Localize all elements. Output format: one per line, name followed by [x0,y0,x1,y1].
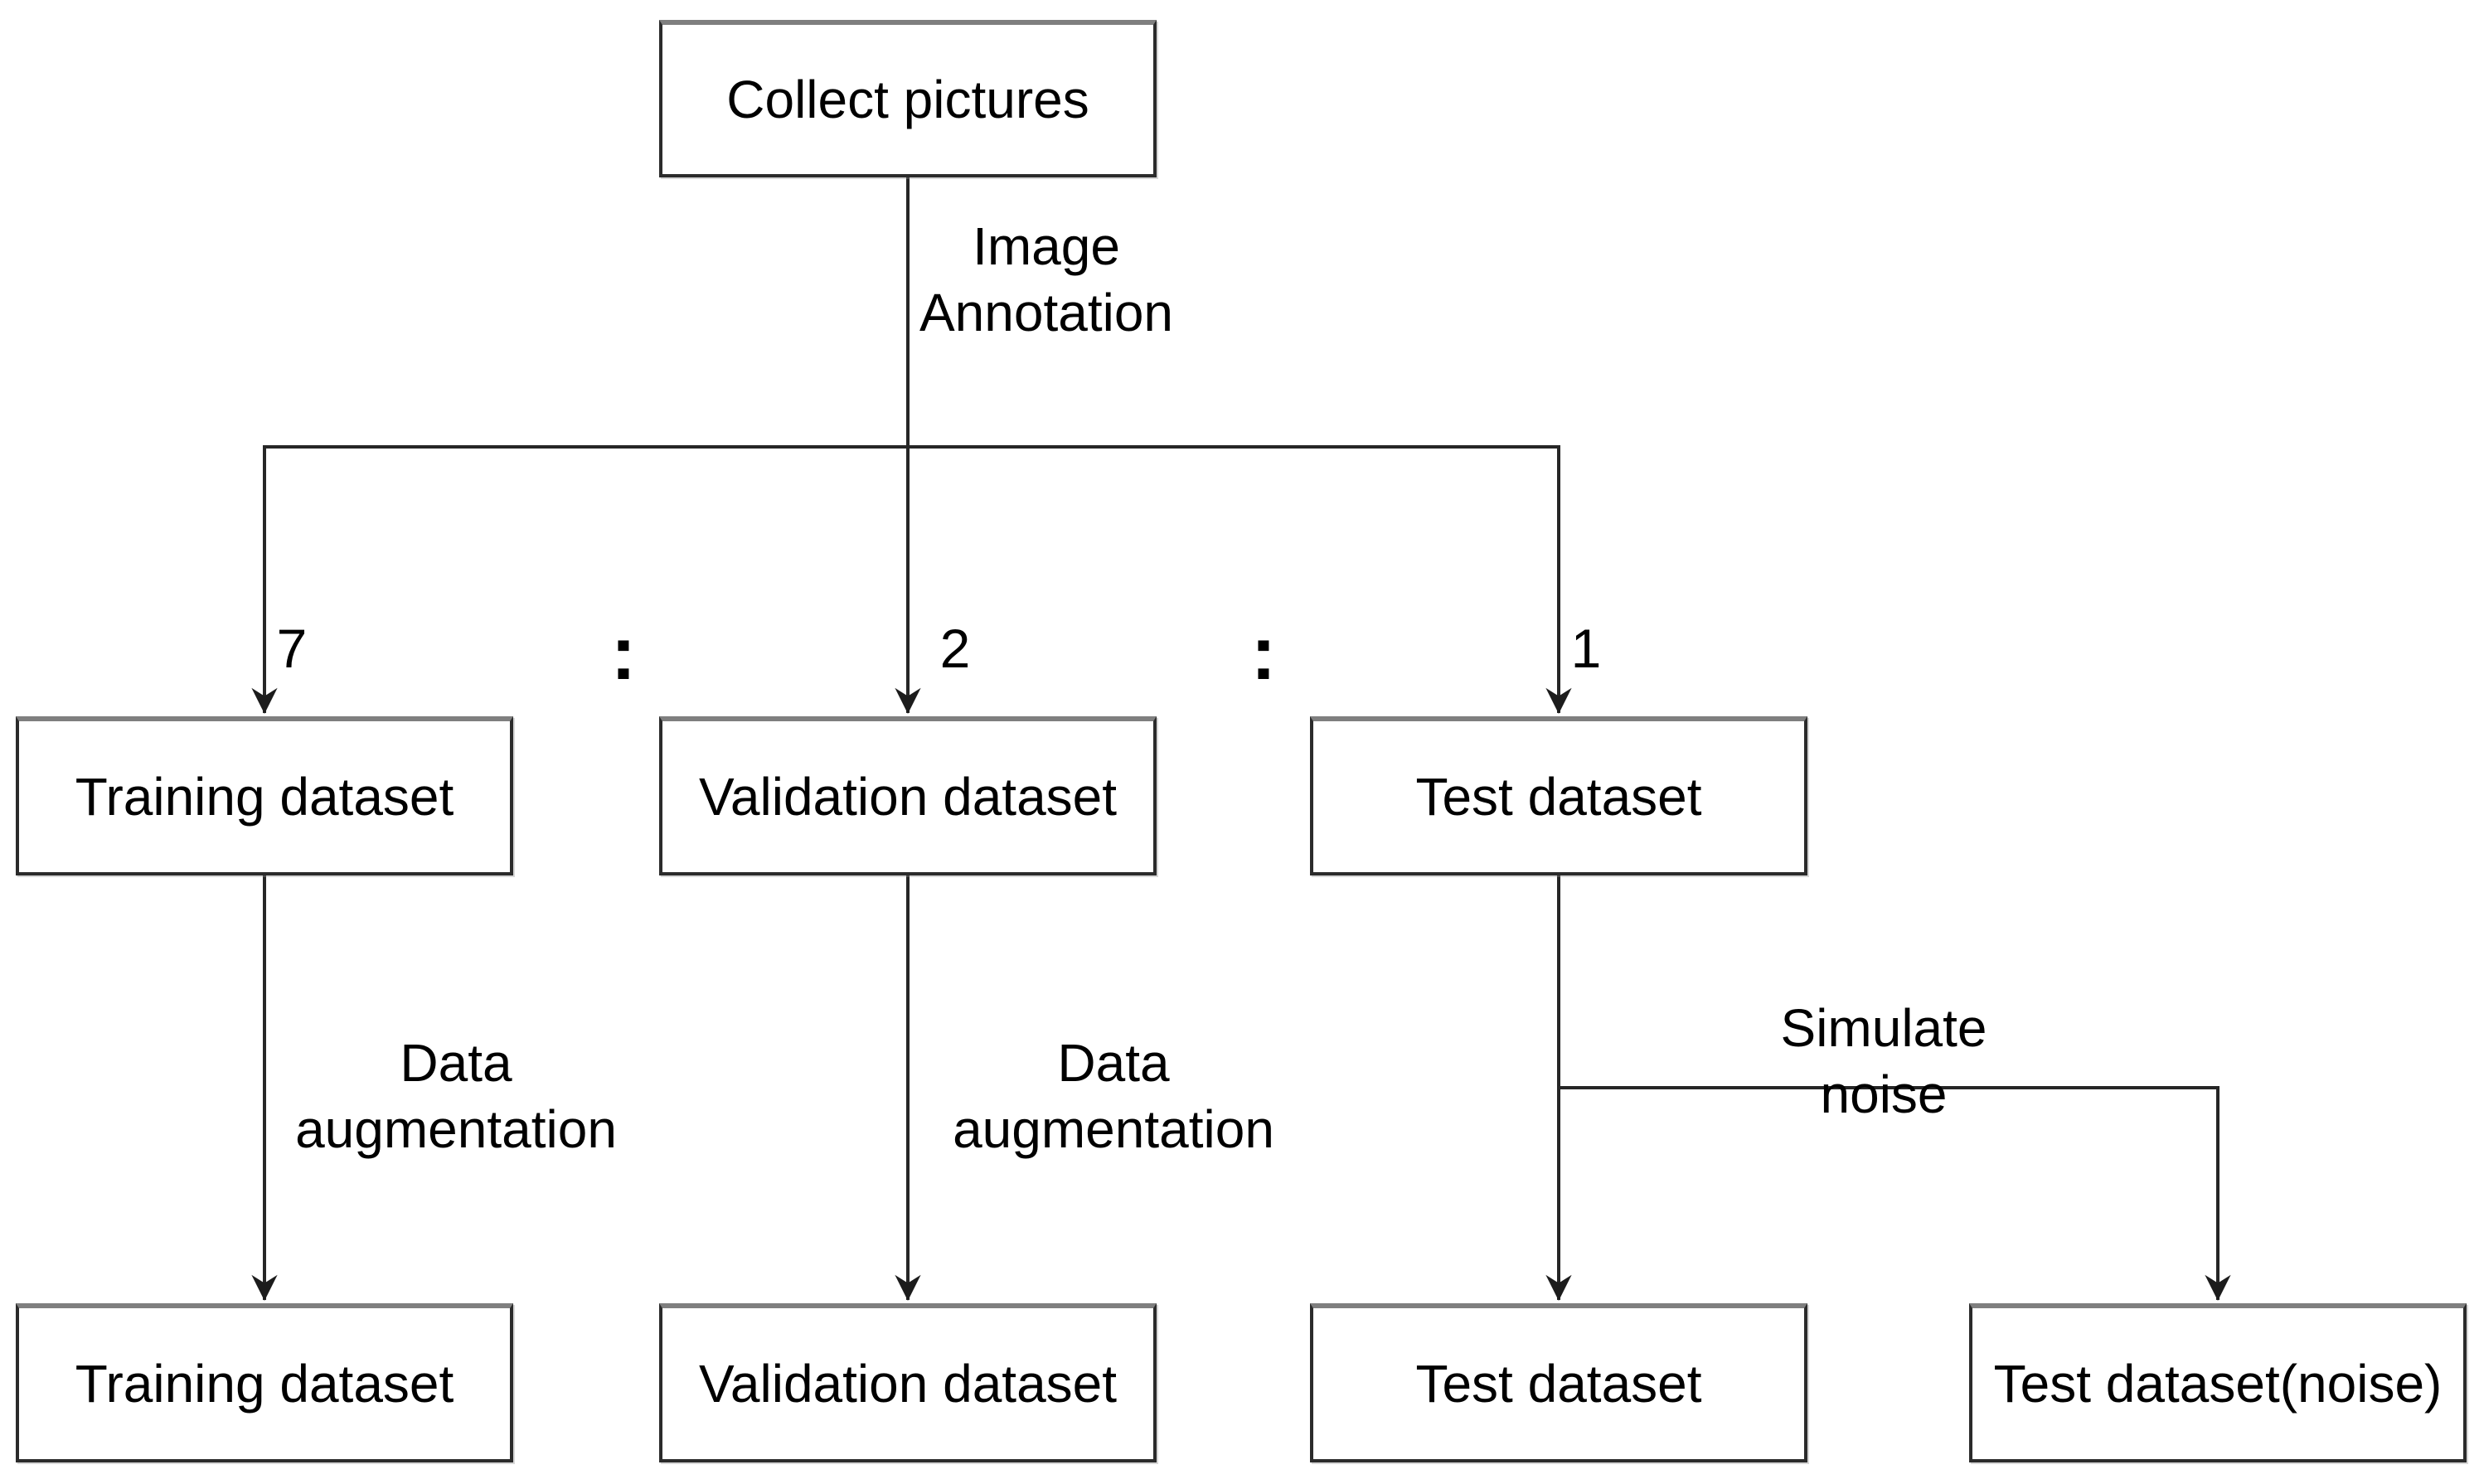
ratio-value-test: 1 [1570,618,1602,679]
node-validation-dataset-augmented: Validation dataset [659,1303,1157,1462]
node-validation-dataset: Validation dataset [659,716,1157,875]
node-test-dataset-noise: Test dataset(noise) [1969,1303,2467,1462]
ratio-value-validation: 2 [939,618,971,679]
node-training-dataset: Training dataset [16,716,513,875]
ratio-separator-1: : [610,611,637,696]
ratio-separator-2: : [1250,611,1277,696]
edge-label-simulate-noise: Simulate noise [1780,998,1987,1124]
node-training-dataset-augmented: Training dataset [16,1303,513,1462]
edge-label-image-annotation: Image Annotation [919,216,1174,342]
node-test-dataset: Test dataset [1310,716,1807,875]
node-collect-pictures: Collect pictures [659,20,1157,177]
edge-label-data-augmentation-validation: Data augmentation [953,1033,1274,1159]
edge-label-data-augmentation-training: Data augmentation [295,1033,617,1159]
node-test-dataset-final: Test dataset [1310,1303,1807,1462]
ratio-value-training: 7 [276,618,308,679]
